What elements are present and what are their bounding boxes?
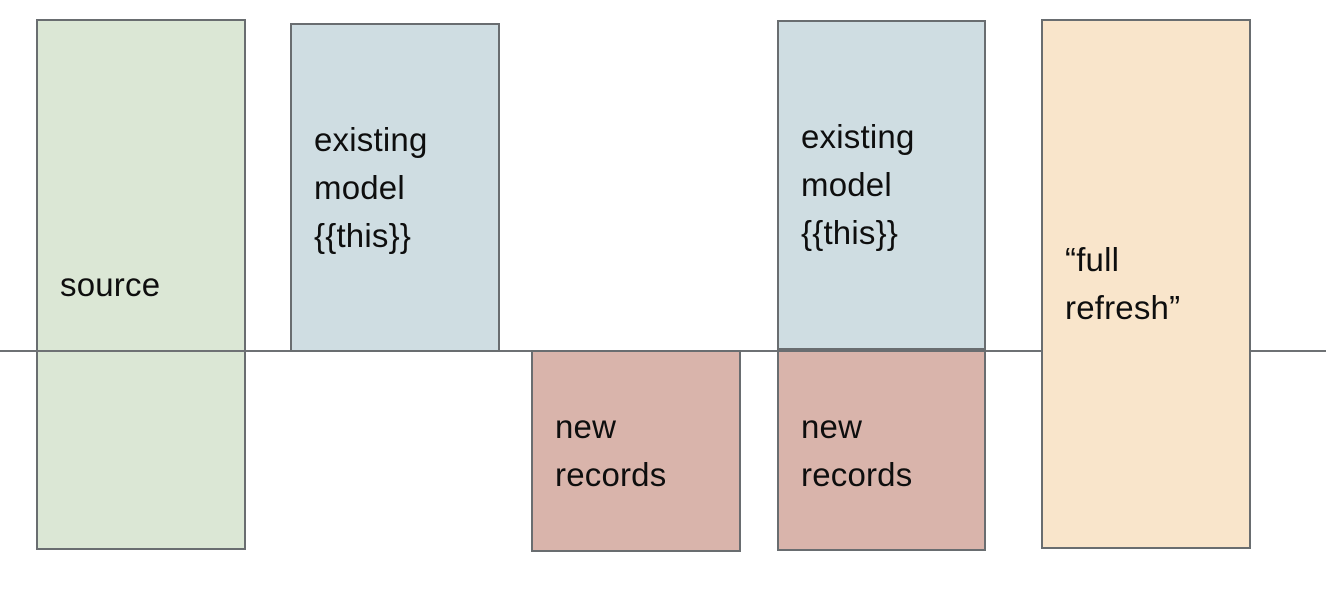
- source-label: source: [60, 265, 161, 303]
- existing-model-box-left: existing model {{this}}: [290, 23, 500, 352]
- source-box: source: [36, 19, 246, 550]
- new-records-label-right: new records: [801, 407, 913, 493]
- full-refresh-label: “full refresh”: [1065, 241, 1181, 326]
- existing-model-label-right: existing model {{this}}: [801, 118, 915, 251]
- existing-model-label-left: existing model {{this}}: [314, 120, 428, 254]
- existing-model-box-right: existing model {{this}}: [777, 20, 986, 350]
- full-refresh-box: “full refresh”: [1041, 19, 1251, 549]
- new-records-box-right: new records: [777, 350, 986, 551]
- new-records-box-left: new records: [531, 350, 741, 552]
- new-records-label-left: new records: [555, 408, 667, 493]
